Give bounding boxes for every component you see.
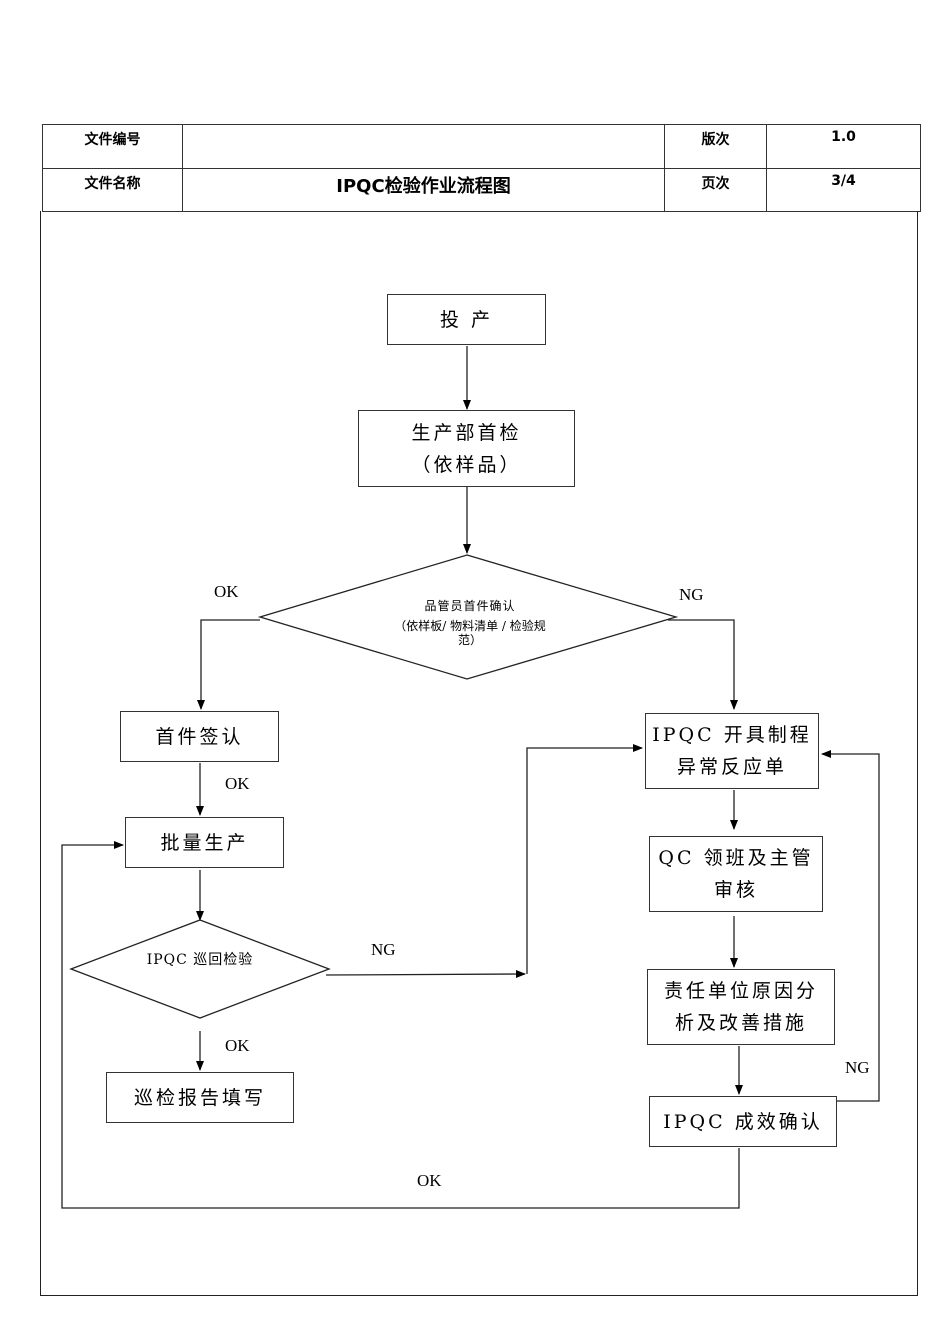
- qc-confirm-line2: （依样板/ 物料清单 / 检验规: [394, 619, 546, 633]
- qc-confirm-diamond: [257, 554, 679, 680]
- node-root-cause: 责任单位原因分 析及改善措施: [647, 969, 835, 1045]
- node-abnormal-report: IPQC 开具制程 异常反应单: [645, 713, 819, 789]
- patrol-diamond: [69, 919, 331, 1019]
- label-decision-ng: NG: [679, 585, 704, 604]
- qc-confirm-line3: 范）: [457, 633, 482, 647]
- node-first-article-sign-text: 首件签认: [155, 725, 244, 748]
- page-label: 页次: [664, 167, 767, 212]
- node-effect-confirm-text: IPQC 成效确认: [663, 1110, 823, 1133]
- node-root-cause-line2: 析及改善措施: [674, 1012, 807, 1034]
- label-patrol-ok: OK: [225, 1036, 250, 1055]
- label-effect-ng: NG: [845, 1058, 870, 1077]
- qc-confirm-decision-text: 品管员首件确认 （依样板/ 物料清单 / 检验规 范）: [370, 598, 570, 646]
- arrow-decision-ng: [668, 619, 738, 710]
- label-decision-ok: OK: [214, 582, 239, 601]
- node-mass-production-text: 批量生产: [160, 831, 249, 854]
- node-patrol-report-text: 巡检报告填写: [133, 1086, 266, 1109]
- node-qc-review-line1: QC 领班及主管: [658, 847, 814, 869]
- arrow-ng-to-abnormal: [526, 744, 643, 974]
- arrow-effect-ok-return: [61, 841, 124, 1200]
- diagram-frame: [40, 211, 918, 1296]
- version-value: 1.0: [766, 124, 921, 169]
- node-qc-review: QC 领班及主管 审核: [649, 836, 823, 912]
- node-mass-production: 批量生产: [125, 817, 284, 868]
- node-production-first-check-line2: （依样品）: [411, 453, 522, 476]
- node-start: 投 产: [387, 294, 546, 345]
- node-first-article-sign: 首件签认: [120, 711, 279, 762]
- doc-number-value: [182, 124, 665, 169]
- doc-title: IPQC检验作业流程图: [182, 167, 665, 212]
- node-patrol-report: 巡检报告填写: [106, 1072, 294, 1123]
- page-value: 3/4: [766, 167, 921, 212]
- arrow-effect-ng: [821, 750, 880, 1102]
- arrow-decision-ok: [197, 619, 260, 710]
- node-abnormal-report-line1: IPQC 开具制程: [652, 724, 812, 746]
- patrol-decision-text: IPQC 巡回检验: [146, 952, 254, 968]
- node-abnormal-report-line2: 异常反应单: [676, 756, 787, 778]
- node-qc-review-line2: 审核: [713, 879, 758, 901]
- label-sign-ok: OK: [225, 774, 250, 793]
- node-start-text: 投 产: [439, 308, 494, 331]
- label-patrol-ng: NG: [371, 940, 396, 959]
- node-production-first-check-line1: 生产部首检: [411, 421, 522, 444]
- arrow-effect-ok: [61, 1148, 740, 1209]
- qc-confirm-line1: 品管员首件确认: [424, 599, 516, 613]
- doc-number-label: 文件编号: [42, 124, 183, 169]
- node-effect-confirm: IPQC 成效确认: [649, 1096, 837, 1147]
- document-header-table: 文件编号 版次 1.0 文件名称 IPQC检验作业流程图 页次 3/4: [42, 124, 921, 212]
- node-root-cause-line1: 责任单位原因分: [663, 980, 818, 1002]
- node-production-first-check: 生产部首检 （依样品）: [358, 410, 575, 487]
- arrow-patrol-ng: [325, 970, 526, 979]
- label-effect-ok: OK: [417, 1171, 442, 1190]
